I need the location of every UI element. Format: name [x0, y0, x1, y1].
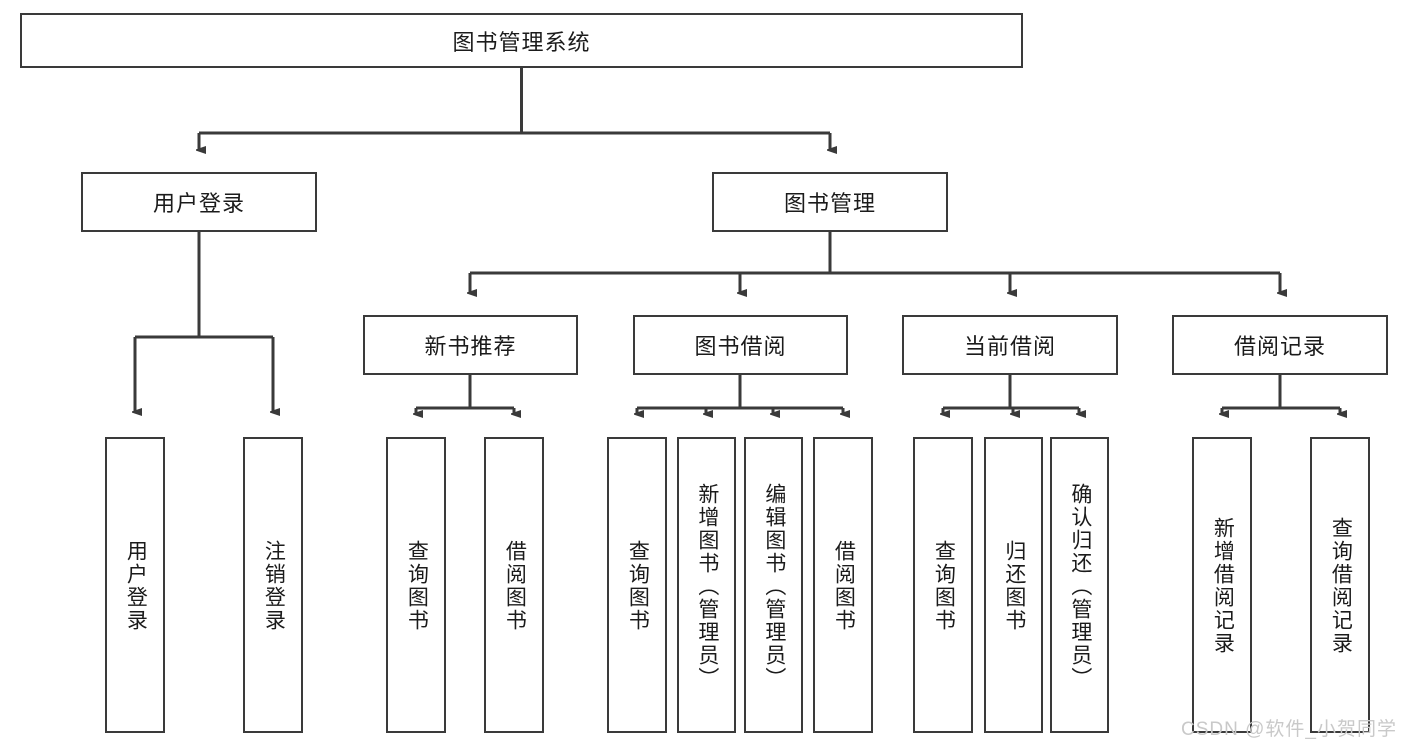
node-book-management-label: 图书管理: [783, 191, 876, 216]
node-user-login[interactable]: 用户登录: [81, 172, 317, 232]
leaf-query-book-current[interactable]: 查询图书: [913, 437, 973, 733]
node-root[interactable]: 图书管理系统: [20, 13, 1023, 68]
node-book-borrow-label: 图书借阅: [694, 334, 787, 359]
leaf-add-book-admin[interactable]: 新增图书（管理员）: [677, 437, 736, 733]
leaf-confirm-return-admin[interactable]: 确认归还（管理员）: [1050, 437, 1109, 733]
leaf-borrow-book-rec[interactable]: 借阅图书: [484, 437, 544, 733]
leaf-borrow-book-label: 借阅图书: [832, 540, 856, 632]
leaf-query-book-current-label: 查询图书: [932, 540, 956, 632]
node-new-book-recommend[interactable]: 新书推荐: [363, 315, 578, 375]
node-borrow-record[interactable]: 借阅记录: [1172, 315, 1388, 375]
leaf-edit-book-admin[interactable]: 编辑图书（管理员）: [744, 437, 803, 733]
leaf-add-borrow-record[interactable]: 新增借阅记录: [1192, 437, 1252, 733]
leaf-return-book[interactable]: 归还图书: [984, 437, 1043, 733]
leaf-query-book-rec[interactable]: 查询图书: [386, 437, 446, 733]
node-new-book-recommend-label: 新书推荐: [424, 334, 517, 359]
node-user-login-label: 用户登录: [152, 191, 245, 216]
node-book-borrow[interactable]: 图书借阅: [633, 315, 848, 375]
csdn-watermark: CSDN @软件_小贺同学: [1181, 719, 1397, 740]
leaf-query-book-borrow-label: 查询图书: [626, 540, 650, 632]
leaf-borrow-book-rec-label: 借阅图书: [503, 540, 527, 632]
leaf-add-book-admin-label: 新增图书（管理员）: [695, 482, 719, 690]
node-root-label: 图书管理系统: [452, 29, 591, 55]
leaf-query-borrow-record[interactable]: 查询借阅记录: [1310, 437, 1370, 733]
leaf-add-borrow-record-label: 新增借阅记录: [1211, 517, 1235, 655]
node-current-borrow[interactable]: 当前借阅: [902, 315, 1118, 375]
leaf-edit-book-admin-label: 编辑图书（管理员）: [762, 482, 786, 690]
leaf-logout-login-label: 注销登录: [262, 540, 286, 632]
leaf-borrow-book[interactable]: 借阅图书: [813, 437, 873, 733]
node-current-borrow-label: 当前借阅: [963, 334, 1056, 359]
leaf-logout-login[interactable]: 注销登录: [243, 437, 303, 733]
leaf-query-book-rec-label: 查询图书: [405, 540, 429, 632]
node-book-management[interactable]: 图书管理: [712, 172, 948, 232]
node-borrow-record-label: 借阅记录: [1233, 334, 1326, 359]
leaf-query-book-borrow[interactable]: 查询图书: [607, 437, 667, 733]
leaf-confirm-return-admin-label: 确认归还（管理员）: [1068, 482, 1092, 690]
leaf-user-login[interactable]: 用户登录: [105, 437, 165, 733]
leaf-query-borrow-record-label: 查询借阅记录: [1329, 517, 1353, 655]
leaf-user-login-label: 用户登录: [124, 540, 148, 632]
leaf-return-book-label: 归还图书: [1002, 540, 1026, 632]
